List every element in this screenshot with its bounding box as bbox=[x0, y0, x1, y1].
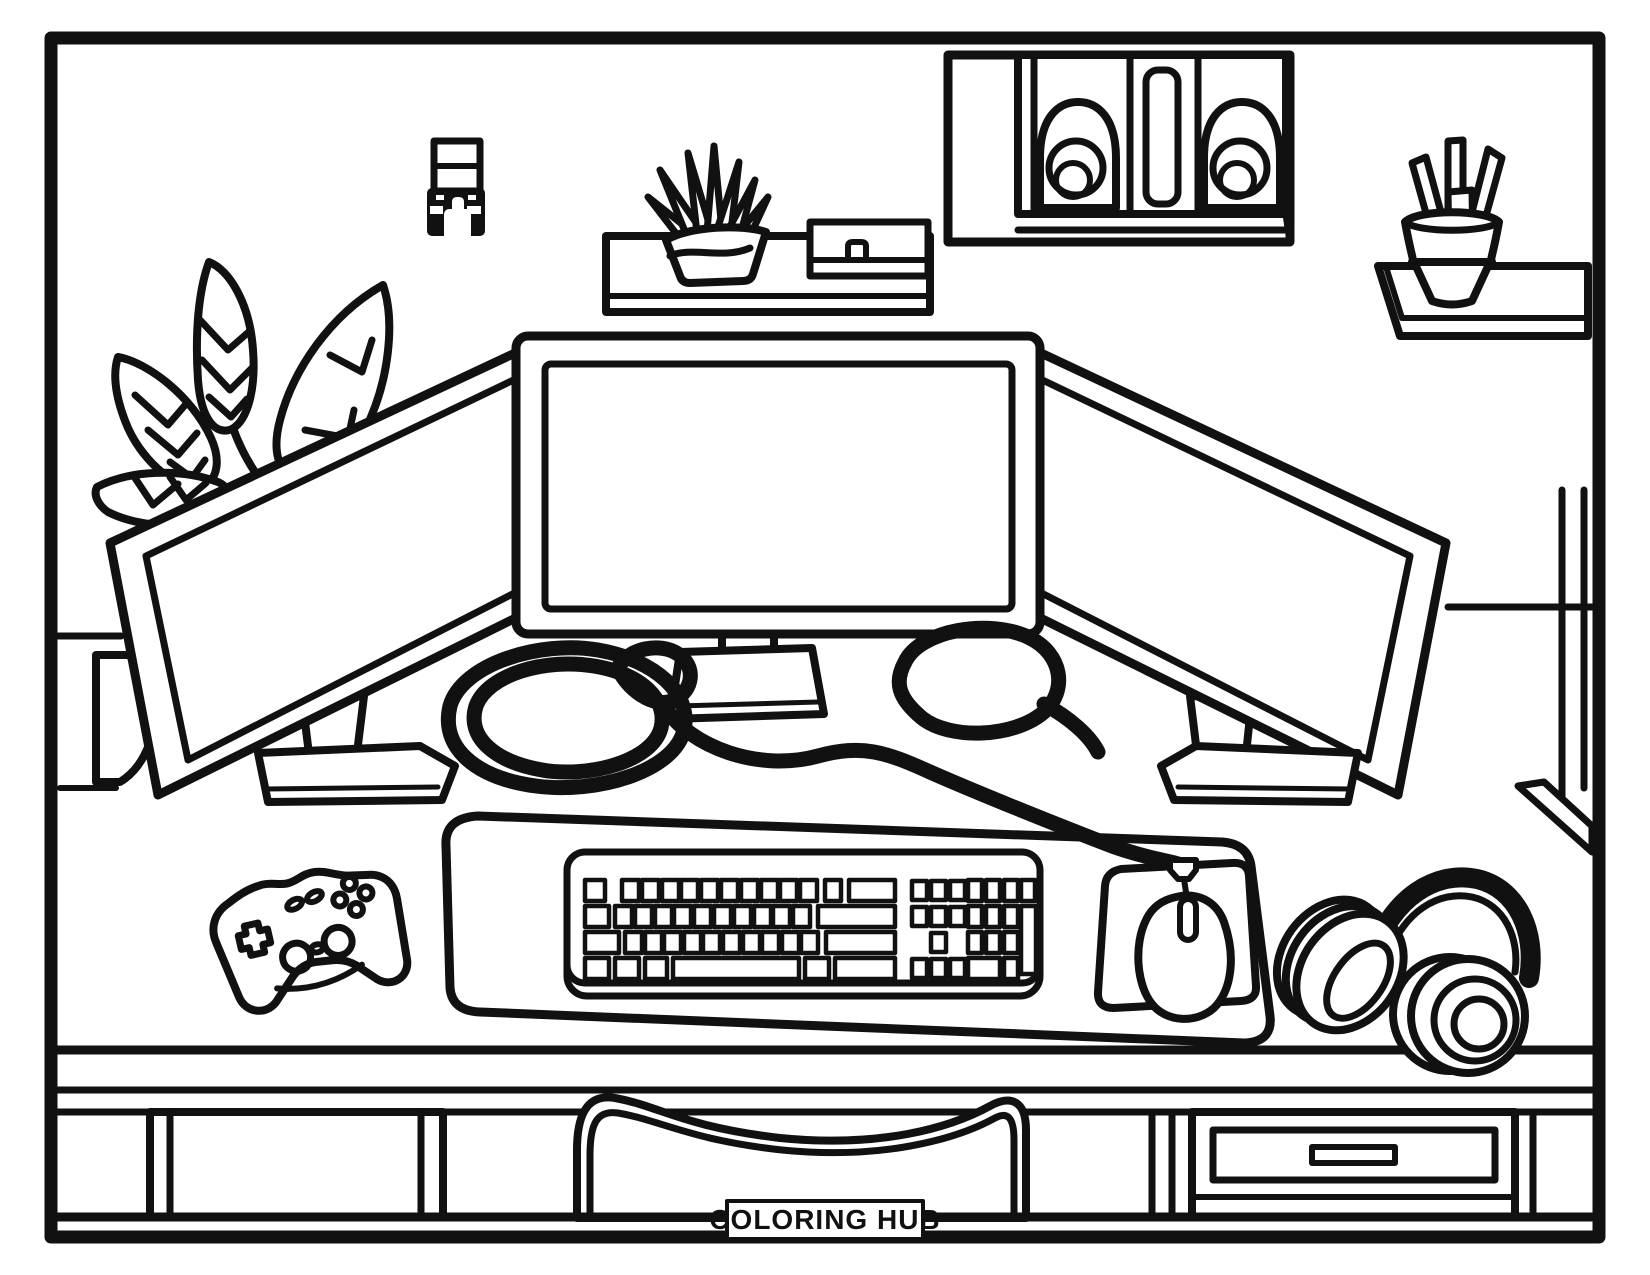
keyboard-keys bbox=[582, 877, 1039, 982]
office-chair bbox=[573, 1093, 1030, 1222]
left-cabinet bbox=[146, 1108, 447, 1221]
brand-label-text: COLORING HUB bbox=[709, 1204, 940, 1235]
right-drawer-unit bbox=[1148, 1108, 1537, 1221]
select-button bbox=[284, 895, 306, 913]
cable-connector-icon bbox=[1167, 857, 1199, 882]
face-button bbox=[356, 883, 376, 903]
cable-loop-icon bbox=[891, 620, 1106, 760]
drawer-handle[interactable] bbox=[1309, 1144, 1398, 1166]
stick-pot-icon bbox=[1401, 136, 1506, 309]
right-stand-base bbox=[1157, 742, 1362, 806]
cable-coil-icon bbox=[440, 640, 1199, 902]
cubby-tablet-icon bbox=[1142, 66, 1182, 208]
face-button bbox=[330, 890, 350, 910]
face-button bbox=[339, 873, 359, 893]
wall-shelf-right bbox=[1374, 136, 1592, 340]
left-ear-cup bbox=[1272, 895, 1408, 1035]
succulent-plant-icon bbox=[644, 142, 772, 240]
brand-label: COLORING HUB bbox=[709, 1199, 940, 1241]
usb-flash-drive-icon bbox=[427, 137, 485, 236]
drawer-front[interactable] bbox=[1209, 1126, 1499, 1184]
left-stand-base bbox=[254, 742, 459, 806]
center-monitor bbox=[511, 331, 1045, 639]
game-controller-icon bbox=[209, 867, 412, 1015]
cubby-cup-left-icon bbox=[1036, 98, 1120, 212]
mouse bbox=[1134, 891, 1235, 1023]
keyboard bbox=[563, 848, 1044, 1000]
face-button bbox=[346, 900, 366, 920]
start-button bbox=[304, 888, 325, 906]
wall-shelf-left bbox=[602, 142, 934, 316]
dpad-icon bbox=[234, 919, 275, 959]
wall-pole bbox=[1514, 486, 1596, 856]
pencil-box-icon bbox=[806, 218, 932, 280]
wall-cubby bbox=[943, 50, 1295, 247]
right-ear-cup bbox=[1389, 953, 1529, 1077]
headphones-icon bbox=[1272, 867, 1541, 1077]
left-stick bbox=[279, 939, 315, 975]
cubby-cup-right-icon bbox=[1200, 98, 1284, 212]
